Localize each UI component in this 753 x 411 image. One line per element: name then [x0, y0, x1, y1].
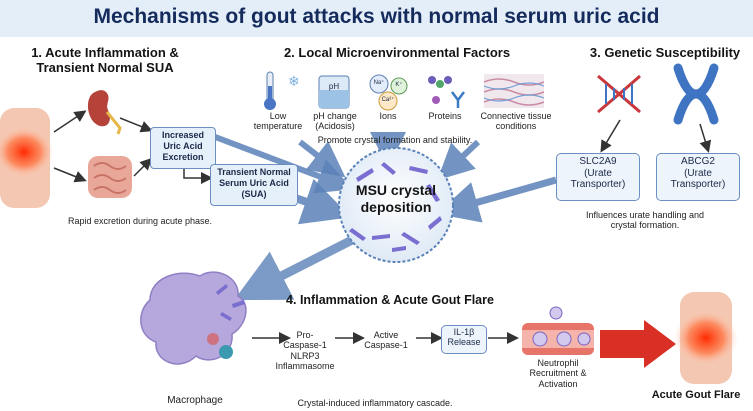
connective-tissue-icon [483, 74, 545, 108]
intestine-icon [88, 156, 132, 198]
section3-caption: Influences urate handling and crystal fo… [570, 210, 720, 231]
excretion-line1: Increased [161, 130, 205, 140]
ions-icon [369, 74, 408, 111]
abcg2-line2: (Urate [684, 167, 712, 179]
msu-crystal-label: MSU crystal deposition [346, 182, 446, 216]
abcg2-name: ABCG2 [681, 156, 715, 167]
nlrp3-line1: NLRP3 [290, 350, 320, 361]
abcg2-line3: Transporter) [670, 179, 726, 190]
factor-connective-line1: Connective tissue [480, 111, 552, 121]
section1-title: 1. Acute Inflammation & Transient Normal… [20, 45, 190, 75]
section1-title-line1: 1. Acute Inflammation & [31, 45, 179, 60]
slc2a9-name: SLC2A9 [579, 156, 617, 167]
section4-title: 4. Inflammation & Acute Gout Flare [286, 293, 494, 307]
transient-line3: (SUA) [241, 188, 267, 199]
crystal-circle [338, 147, 454, 263]
title-bar [0, 0, 753, 37]
knee-flare-icon [674, 292, 738, 384]
crystal-needles-icon [349, 162, 442, 252]
factor-connective-line2: conditions [495, 121, 537, 132]
procaspase-line2: Caspase-1 [283, 340, 327, 351]
neutrophil-line2: Recruitment & [529, 368, 587, 379]
transient-line1: Transient Normal [217, 167, 291, 177]
gene-abcg2-box: ABCG2 (Urate Transporter) [656, 153, 740, 201]
factor-low-temperature-line2: temperature [253, 121, 303, 132]
section1-caption: Rapid excretion during acute phase. [67, 216, 213, 226]
active-caspase: Active Caspase-1 [356, 330, 416, 351]
excretion-line2: Uric Acid [163, 140, 203, 151]
transient-line2: Serum Uric Acid [219, 177, 289, 188]
section2-caption: Promote crystal formation and stability. [317, 135, 473, 145]
thermometer-icon: ❄ [264, 71, 300, 110]
excretion-line3: Excretion [162, 151, 204, 162]
transient-sua-box: Transient Normal Serum Uric Acid (SUA) [210, 164, 298, 206]
nlrp3-line2: Inflammasome [275, 361, 335, 372]
page-title: Mechanisms of gout attacks with normal s… [93, 5, 660, 28]
il1b-box: IL-1β Release [441, 325, 487, 354]
factor-ions: Ions [379, 111, 397, 121]
nlrp3-group: Pro- Caspase-1 NLRP3 Inflammasome [270, 330, 340, 371]
neutrophil-label: Neutrophil Recruitment & Activation [518, 358, 598, 389]
factor-low-temperature-line1: Low [269, 111, 287, 121]
msu-line1: MSU crystal [355, 182, 437, 198]
section3-caption-line1: Influences urate handling and [585, 210, 705, 220]
msu-line2: deposition [360, 198, 432, 215]
ion-na: Na⁺ [373, 80, 385, 86]
neutrophil-line3: Activation [538, 378, 578, 389]
red-flare-arrow [600, 320, 676, 368]
proteins-icon [428, 76, 465, 108]
ion-k: K⁺ [395, 82, 403, 88]
active-caspase-line2: Caspase-1 [364, 340, 408, 351]
il1b-line2: Release [447, 337, 481, 348]
procaspase-line1: Pro- [296, 330, 314, 340]
slc2a9-line3: Transporter) [570, 179, 626, 190]
factor-low-temperature: Low temperature [246, 111, 310, 132]
il1b-line1: IL-1β [453, 327, 475, 337]
factor-connective-tissue: Connective tissue conditions [478, 111, 554, 132]
engulfed-crystals-icon [216, 284, 245, 321]
increased-excretion-box: Increased Uric Acid Excretion [150, 127, 216, 169]
factor-ph-change-line2: (Acidosis) [315, 121, 355, 132]
knee-inflamed-icon [0, 108, 54, 208]
macrophage-label: Macrophage [167, 395, 223, 406]
dna-icon [597, 74, 641, 114]
beaker-label: pH [328, 82, 340, 91]
section2-title: 2. Local Microenvironmental Factors [283, 45, 511, 60]
section4-caption: Crystal-induced inflammatory cascade. [297, 398, 453, 408]
section3-title: 3. Genetic Susceptibility [589, 45, 741, 60]
section3-caption-line2: crystal formation. [610, 220, 680, 231]
active-caspase-line1: Active [373, 330, 399, 340]
kidney-icon [87, 90, 122, 135]
gene-slc2a9-box: SLC2A9 (Urate Transporter) [556, 153, 640, 201]
chromosome-icon [673, 63, 719, 125]
factor-proteins: Proteins [428, 111, 462, 121]
section1-title-line2: Transient Normal SUA [36, 60, 174, 75]
factor-ph-change-line1: pH change [313, 111, 357, 121]
blood-vessel-icon [522, 306, 594, 355]
ion-ca: Ca²⁺ [381, 97, 395, 103]
beaker-icon [318, 75, 350, 109]
neutrophil-line1: Neutrophil [537, 358, 579, 368]
factor-ph-change: pH change (Acidosis) [305, 111, 365, 132]
acute-gout-flare-label: Acute Gout Flare [651, 389, 741, 401]
slc2a9-line2: (Urate [584, 167, 612, 179]
svg-text:❄: ❄ [288, 74, 300, 90]
macrophage-icon [140, 271, 247, 365]
